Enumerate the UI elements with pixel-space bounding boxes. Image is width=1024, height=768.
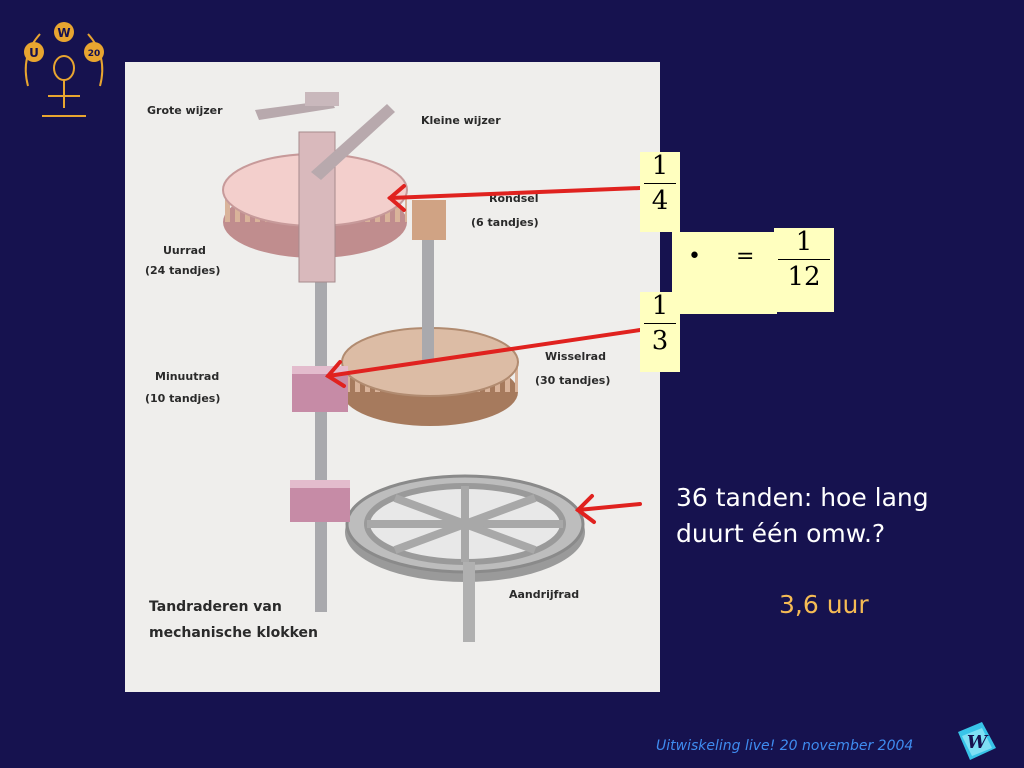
lower-pinion [290, 480, 350, 522]
fraction-bar [778, 259, 830, 260]
footer-text: Uitwiskeling live! 20 november 2004 [656, 738, 914, 754]
logo-letter-w: W [57, 26, 70, 40]
label-grote-wijzer: Grote wijzer [147, 104, 223, 117]
question-text: 36 tanden: hoe lang duurt één omw.? [676, 480, 1024, 552]
gear-diagram: Grote wijzer Kleine wijzer Rondsel (6 ta… [125, 62, 660, 692]
label-kleine-wijzer: Kleine wijzer [421, 114, 501, 127]
fraction-denominator: 12 [787, 262, 821, 292]
label-minuutrad-teeth: (10 tandjes) [145, 392, 220, 405]
label-wisselrad-teeth: (30 tandjes) [535, 374, 610, 387]
footer-logo-letter: W [967, 732, 989, 753]
equals-sign: = [736, 244, 755, 269]
aandrijfrad-gear [345, 474, 585, 642]
question-line-1: 36 tanden: hoe lang [676, 483, 929, 512]
uitwiskeling-logo: W U 20 [24, 22, 104, 117]
multiplication-dot: • [688, 244, 701, 269]
question-line-2: duurt één omw.? [676, 519, 886, 548]
footer-logo-icon: W [958, 722, 996, 760]
fraction-numerator: 1 [651, 151, 669, 181]
fraction-bar [644, 323, 676, 324]
fraction-one-third: 1 3 [640, 292, 680, 372]
label-aandrijfrad: Aandrijfrad [509, 588, 579, 601]
label-rondsel: Rondsel [489, 192, 539, 205]
rondsel-gear [412, 200, 446, 240]
logo-letter-u: U [29, 46, 39, 60]
label-uurrad: Uurrad [163, 244, 206, 257]
label-rondsel-teeth: (6 tandjes) [471, 216, 539, 229]
fraction-one-quarter: 1 4 [640, 152, 680, 232]
fraction-numerator: 1 [795, 227, 813, 257]
fraction-numerator: 1 [651, 291, 669, 321]
caption-line-1: Tandraderen van [149, 599, 282, 615]
label-wisselrad: Wisselrad [545, 350, 606, 363]
fraction-denominator: 4 [651, 186, 669, 216]
clock-hands [255, 92, 395, 180]
minuutrad-gear [292, 366, 348, 412]
caption-line-2: mechanische klokken [149, 625, 318, 641]
label-uurrad-teeth: (24 tandjes) [145, 264, 220, 277]
fraction-one-twelfth: 1 12 [774, 228, 834, 312]
fraction-denominator: 3 [651, 326, 669, 356]
equation-box [672, 232, 777, 314]
answer-text: 3,6 uur [779, 590, 869, 619]
logo-number-20: 20 [88, 49, 101, 59]
fraction-bar [644, 183, 676, 184]
label-minuutrad: Minuutrad [155, 370, 219, 383]
